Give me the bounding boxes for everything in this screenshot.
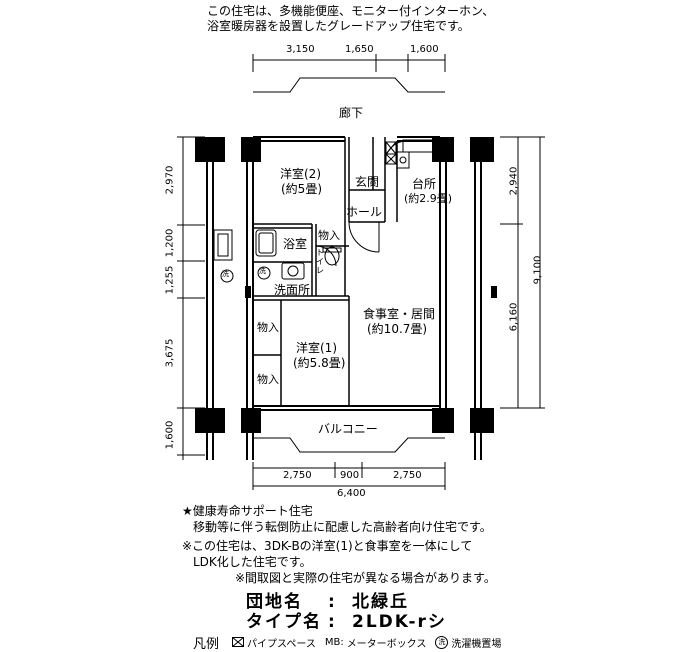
legend-pipe-space: パイプスペース — [247, 638, 316, 650]
dim-left-4: 3,675 — [164, 338, 176, 368]
dim-right-total: 9,100 — [532, 255, 544, 285]
western-room-1-size: (約5.8畳) — [293, 356, 346, 370]
dim-bottom-3: 2,750 — [393, 470, 422, 481]
note-ldk-1: ※この住宅は、3DK-Bの洋室(1)と食事室を一体にして — [182, 539, 473, 553]
note-health-support: ★健康寿命サポート住宅 — [182, 504, 313, 518]
washer-mark-left: 洗 — [222, 270, 229, 278]
legend: 凡例 パイプスペース MB: メーターボックス 洗 洗濯機置場 — [193, 635, 502, 652]
western-room-2-size: (約5畳) — [281, 182, 322, 196]
dim-right-1: 2,940 — [508, 166, 520, 196]
note-elderly: 移動等に伴う転倒防止に配慮した高齢者向け住宅です。 — [193, 520, 492, 534]
balcony-label: バルコニー — [318, 422, 378, 436]
western-room-2-name: 洋室(2) — [280, 167, 321, 181]
notice-line-1: この住宅は、多機能便座、モニター付インターホン、 — [207, 4, 495, 18]
dim-bottom-1: 2,750 — [283, 470, 312, 481]
note-disclaimer: ※間取図と実際の住宅が異なる場合があります。 — [235, 571, 496, 585]
kitchen-size: (約2.9畳) — [404, 192, 453, 205]
storage-top-label: 物入 — [318, 229, 340, 242]
washer-mark-room: 洗 — [259, 267, 266, 275]
dim-left-2: 1,200 — [164, 228, 176, 258]
legend-title: 凡例 — [193, 636, 220, 652]
dim-top-2: 1,650 — [345, 44, 374, 55]
kitchen-name: 台所 — [412, 177, 437, 191]
pipe-space-icon — [232, 637, 245, 647]
legend-washer-place: 洗濯機置場 — [451, 638, 502, 650]
dim-left-1: 2,970 — [164, 165, 176, 195]
entrance-label: 玄関 — [355, 175, 380, 189]
legend-meter-box: メーターボックス — [346, 638, 427, 650]
legend-mb-code: MB: — [324, 636, 344, 648]
dim-bottom-total: 6,400 — [337, 488, 366, 499]
washer-icon: 洗 — [435, 635, 449, 649]
dim-top-3: 1,600 — [410, 44, 439, 55]
dining-living-size: (約10.7畳) — [367, 322, 428, 336]
hall-label: ホール — [346, 205, 383, 219]
estate-name-colon: : — [328, 592, 337, 612]
note-ldk-2: LDK化した住宅です。 — [193, 555, 312, 569]
type-name-label: タイプ名 — [246, 612, 322, 632]
dim-right-2: 6,160 — [508, 302, 520, 332]
bath-label: 浴室 — [283, 237, 308, 251]
type-name-colon: : — [328, 612, 337, 632]
storage-b-label: 物入 — [257, 373, 279, 386]
dim-bottom-2: 900 — [340, 470, 360, 481]
type-name-value: 2LDK-rシ — [352, 612, 447, 632]
dim-left-3: 1,255 — [164, 265, 176, 295]
washroom-label: 洗面所 — [274, 283, 311, 297]
estate-name-label: 団地名 — [246, 592, 303, 612]
corridor-label: 廊下 — [339, 106, 364, 120]
toilet-label: トイレ — [316, 248, 324, 275]
storage-a-label: 物入 — [257, 321, 279, 334]
estate-name-value: 北緑丘 — [352, 592, 409, 612]
dim-top-1: 3,150 — [286, 44, 315, 55]
dim-left-5: 1,600 — [164, 420, 176, 450]
western-room-1-name: 洋室(1) — [296, 341, 337, 355]
dining-living-name: 食事室・居間 — [363, 307, 436, 321]
notice-line-2: 浴室暖房器を設置したグレードアップ住宅です。 — [207, 19, 470, 33]
